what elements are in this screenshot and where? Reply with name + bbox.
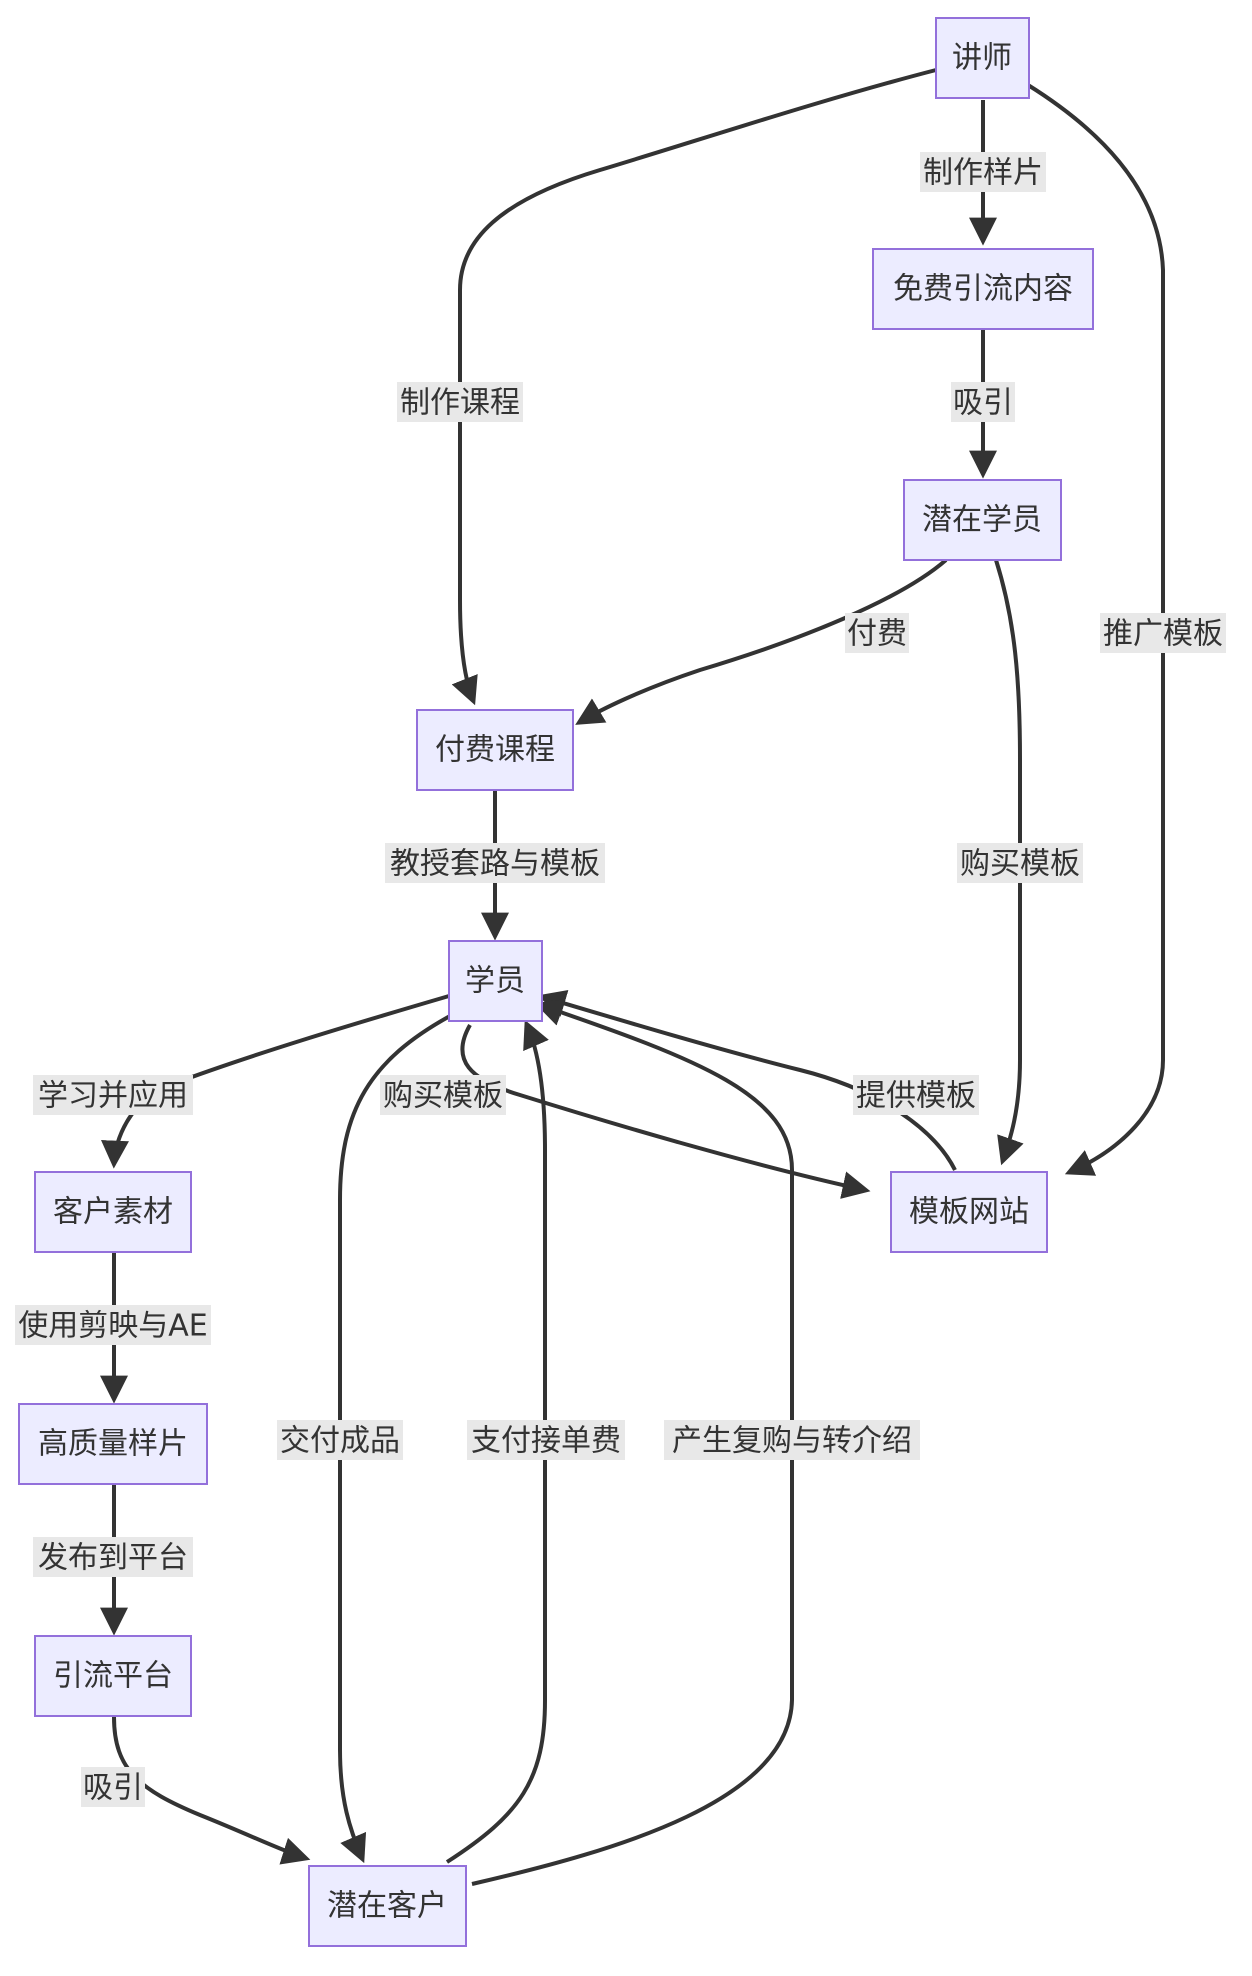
svg-text:吸引: 吸引 [953, 386, 1013, 421]
edge-label-promote-template: 推广模板 [1100, 613, 1226, 653]
svg-text:购买模板: 购买模板 [960, 847, 1080, 882]
node-teacher: 讲师 [935, 17, 1030, 99]
svg-text:提供模板: 提供模板 [856, 1079, 976, 1114]
svg-text:吸引: 吸引 [83, 1771, 143, 1806]
svg-text:制作样片: 制作样片 [923, 156, 1043, 191]
edge-label-make-course: 制作课程 [397, 382, 523, 422]
edge-student-to-template-site [460, 1024, 871, 1199]
node-student: 学员 [448, 940, 543, 1022]
svg-text:付费课程: 付费课程 [435, 733, 555, 768]
edge-label-publish: 发布到平台 [33, 1537, 193, 1577]
edge-label-make-sample: 制作样片 [920, 152, 1046, 192]
svg-text:引流平台: 引流平台 [53, 1659, 173, 1694]
edge-label-use-tools: 使用剪映与AE [15, 1305, 211, 1345]
edge-label-teach: 教授套路与模板 [385, 843, 605, 883]
svg-text:购买模板: 购买模板 [383, 1079, 503, 1114]
edge-label-deliver: 交付成品 [277, 1420, 403, 1460]
edge-teacher-to-paid-course [451, 68, 937, 706]
svg-text:模板网站: 模板网站 [909, 1195, 1029, 1230]
node-free-content: 免费引流内容 [872, 248, 1094, 330]
edge-label-attract-2: 吸引 [81, 1767, 145, 1807]
edge-label-buy-template-2: 购买模板 [380, 1075, 506, 1115]
svg-text:学员: 学员 [465, 964, 525, 999]
edge-label-provide-template: 提供模板 [853, 1075, 979, 1115]
edge-student-to-client-material [100, 994, 450, 1169]
svg-text:支付接单费: 支付接单费 [471, 1424, 621, 1459]
node-quality-sample: 高质量样片 [18, 1403, 208, 1485]
edge-potential-client-to-student-repurchase [471, 999, 794, 1886]
svg-text:教授套路与模板: 教授套路与模板 [390, 847, 600, 882]
edge-label-pay: 付费 [845, 613, 909, 653]
svg-text:免费引流内容: 免费引流内容 [893, 272, 1073, 307]
node-potential-client: 潜在客户 [308, 1865, 467, 1947]
edge-label-buy-template-1: 购买模板 [957, 843, 1083, 883]
node-client-material: 客户素材 [34, 1171, 192, 1253]
edge-potential-student-to-paid-course [575, 558, 948, 725]
edge-template-site-to-student [537, 989, 957, 1171]
svg-text:制作课程: 制作课程 [400, 386, 520, 421]
edge-label-learn-apply: 学习并应用 [33, 1075, 193, 1115]
edge-traffic-platform-to-potential-client [112, 1716, 311, 1865]
svg-text:潜在客户: 潜在客户 [327, 1889, 447, 1924]
edge-label-repurchase: 产生复购与转介绍 [664, 1420, 920, 1460]
node-template-site: 模板网站 [890, 1171, 1048, 1253]
svg-text:客户素材: 客户素材 [53, 1195, 173, 1230]
svg-text:产生复购与转介绍: 产生复购与转介绍 [672, 1424, 912, 1459]
edge-label-attract-1: 吸引 [951, 382, 1015, 422]
svg-text:交付成品: 交付成品 [280, 1424, 400, 1459]
node-traffic-platform: 引流平台 [34, 1635, 192, 1717]
edge-label-pay-order: 支付接单费 [467, 1420, 625, 1460]
svg-text:潜在学员: 潜在学员 [922, 503, 1042, 538]
edge-potential-client-to-student [445, 1019, 549, 1864]
svg-text:讲师: 讲师 [952, 41, 1012, 76]
node-paid-course: 付费课程 [416, 709, 574, 791]
node-potential-student: 潜在学员 [903, 479, 1062, 561]
svg-text:高质量样片: 高质量样片 [38, 1427, 188, 1462]
svg-text:付费: 付费 [847, 617, 907, 652]
edge-student-to-potential-client [338, 1014, 451, 1864]
svg-text:发布到平台: 发布到平台 [38, 1541, 188, 1576]
svg-text:推广模板: 推广模板 [1103, 617, 1223, 652]
svg-text:使用剪映与AE: 使用剪映与AE [18, 1309, 207, 1344]
edge-potential-student-to-template-site [994, 559, 1024, 1166]
edge-teacher-to-template-site [1026, 83, 1165, 1176]
svg-text:学习并应用: 学习并应用 [38, 1079, 188, 1114]
